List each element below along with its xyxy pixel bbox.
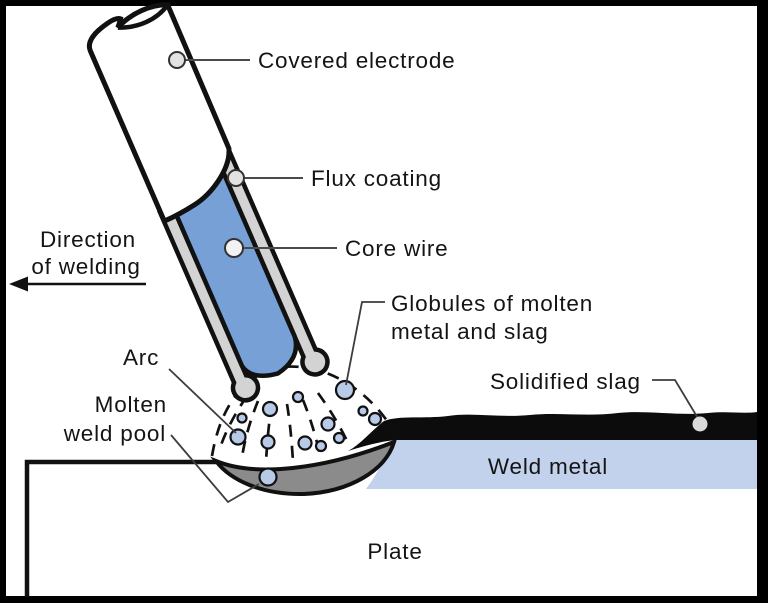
molten-weld-pool-callout: Molten weld pool (63, 392, 260, 504)
flux-coating-right-strip (209, 139, 330, 377)
solidified-slag-leader (652, 379, 700, 421)
electrode-top-opening (117, 3, 170, 30)
arc-label: Arc (123, 345, 159, 370)
plate-outline (24, 459, 218, 597)
direction-of-welding-callout: Direction of welding (9, 227, 146, 292)
molten-weld-pool-label-line1: Molten (95, 392, 167, 417)
arc-ray-4 (285, 403, 295, 463)
molten-weld-pool-label-line2: weld pool (63, 421, 166, 446)
arc-callout: Arc (123, 345, 237, 434)
covered-electrode-marker-dot (168, 51, 186, 69)
core-wire-marker-dot (224, 238, 244, 258)
core-wire-callout: Core wire (224, 236, 448, 261)
globule (291, 390, 305, 404)
globule (357, 405, 369, 417)
globules-label-line1: Globules of molten (391, 291, 593, 316)
electrode (86, 2, 330, 403)
flux-coating-marker-dot (227, 169, 245, 187)
globules-callout: Globules of molten metal and slag (345, 291, 593, 386)
plate-label: Plate (367, 539, 422, 564)
solidified-slag-callout: Solidified slag (490, 369, 708, 432)
globules-label-line2: metal and slag (391, 319, 549, 344)
flux-coating-label: Flux coating (311, 166, 442, 191)
globule (297, 435, 313, 451)
covered-electrode-callout: Covered electrode (168, 48, 455, 73)
solidified-slag-marker-dot (692, 416, 708, 432)
globule (261, 400, 279, 418)
covered-electrode-label: Covered electrode (258, 48, 455, 73)
globules-leader (345, 301, 385, 386)
flux-coating-left-strip (156, 203, 261, 403)
solidified-slag-label: Solidified slag (490, 369, 641, 394)
solidified-slag-region (348, 412, 757, 451)
flux-coating-callout: Flux coating (227, 166, 442, 191)
globules-group (229, 379, 383, 487)
core-wire-label: Core wire (345, 236, 448, 261)
globule (314, 439, 328, 453)
direction-label-line1: Direction (40, 227, 136, 252)
direction-arrow-head (9, 276, 28, 292)
molten-weld-pool-leader (170, 434, 260, 504)
arc-ray-6 (316, 392, 350, 444)
globule (260, 434, 276, 450)
arc-ray-2 (240, 400, 260, 458)
globule (367, 411, 383, 427)
weld-metal-region (366, 437, 757, 489)
direction-label-line2: of welding (31, 254, 140, 279)
globule (258, 467, 278, 487)
globule (229, 428, 247, 446)
globule (320, 416, 336, 432)
weld-metal-label: Weld metal (488, 454, 608, 479)
globule (334, 379, 356, 401)
globule (332, 431, 346, 445)
globule (236, 412, 248, 424)
arc-leader (168, 368, 237, 434)
